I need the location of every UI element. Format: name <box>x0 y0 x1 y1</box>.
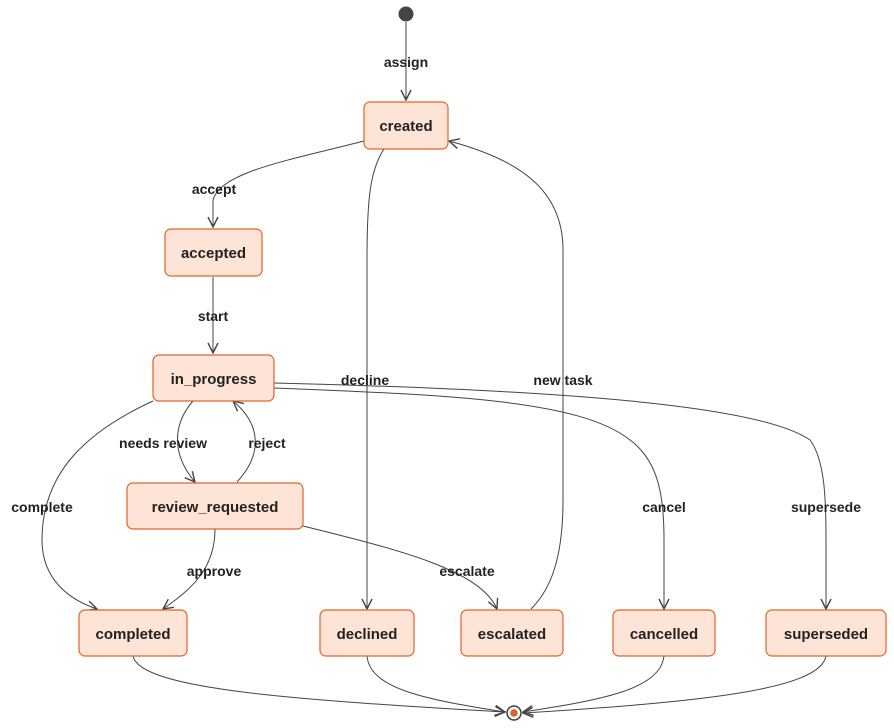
label-supersede: supersede <box>791 499 861 515</box>
state-created[interactable]: created <box>363 101 449 150</box>
edge-new-task <box>449 141 564 610</box>
label-assign: assign <box>384 54 428 70</box>
start-node <box>398 6 414 22</box>
edge-supersede <box>273 382 826 609</box>
label-decline: decline <box>341 372 389 388</box>
label-complete: complete <box>11 499 73 515</box>
label-start: start <box>198 308 229 324</box>
edge-completed-to-end <box>132 655 505 712</box>
state-escalated[interactable]: escalated <box>460 609 564 657</box>
edge-cancelled-to-end <box>523 655 665 712</box>
label-cancel: cancel <box>642 499 686 515</box>
edge-cancel <box>273 387 664 609</box>
edge-accept <box>213 140 365 227</box>
edge-complete <box>41 400 154 609</box>
edge-approve <box>163 528 216 609</box>
state-declined[interactable]: declined <box>319 609 415 657</box>
state-superseded-label: superseded <box>784 626 868 643</box>
end-node <box>506 705 522 721</box>
edge-needs-review <box>177 400 195 482</box>
edge-declined-to-end <box>366 655 505 712</box>
edge-escalate <box>302 525 497 609</box>
state-declined-label: declined <box>337 626 398 643</box>
state-created-label: created <box>379 118 432 135</box>
edge-superseded-to-end <box>523 655 827 713</box>
state-superseded[interactable]: superseded <box>765 609 887 657</box>
state-cancelled[interactable]: cancelled <box>612 609 716 657</box>
state-accepted-label: accepted <box>181 245 246 262</box>
label-reject: reject <box>248 435 286 451</box>
state-escalated-label: escalated <box>478 626 546 643</box>
edge-reject <box>233 401 256 483</box>
state-completed[interactable]: completed <box>78 609 188 657</box>
label-approve: approve <box>187 563 242 579</box>
state-accepted[interactable]: accepted <box>164 228 263 277</box>
label-accept: accept <box>192 181 237 197</box>
label-escalate: escalate <box>439 563 494 579</box>
state-in-progress[interactable]: in_progress <box>152 354 275 402</box>
state-completed-label: completed <box>95 626 170 643</box>
state-cancelled-label: cancelled <box>630 626 698 643</box>
label-new-task: new task <box>533 372 592 388</box>
state-review-requested[interactable]: review_requested <box>126 482 304 530</box>
state-in-progress-label: in_progress <box>171 371 257 388</box>
state-review-requested-label: review_requested <box>152 499 279 516</box>
edge-decline <box>367 148 385 609</box>
label-needs-review: needs review <box>119 435 207 451</box>
